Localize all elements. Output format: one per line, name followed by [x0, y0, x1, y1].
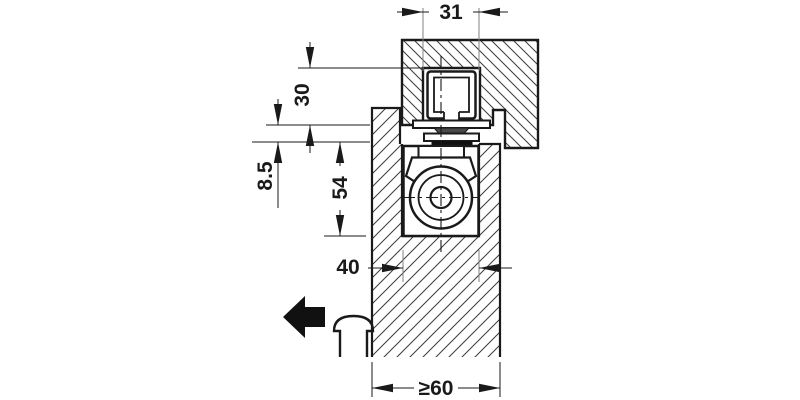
- rail-outer-profile: [426, 70, 477, 120]
- door-hatch-fill: [372, 108, 500, 357]
- dim-min-60-label: ≥60: [419, 377, 454, 400]
- dim-31-extension-lines: [422, 8, 480, 71]
- dim-40: 40: [336, 250, 512, 282]
- slide-rail: [426, 70, 477, 121]
- dim-54: 54: [324, 142, 366, 237]
- dim-8-5-arrows: [273, 104, 283, 163]
- door-handle: [332, 314, 375, 357]
- dim-30-label: 30: [291, 83, 314, 106]
- dim-54-arrows: [335, 142, 345, 236]
- center-lines: [403, 56, 479, 254]
- dim-30-arrows: [305, 47, 315, 146]
- dim-40-label: 40: [336, 256, 359, 279]
- dim-min-60: ≥60: [371, 362, 501, 400]
- dim-8-5: 8.5: [252, 99, 370, 208]
- dim-54-label: 54: [329, 176, 352, 200]
- dim-31-arrows: [402, 7, 500, 17]
- rail-inner-wall: [433, 76, 470, 113]
- rail-flange-plate: [412, 119, 491, 129]
- dim-30-extension-lines: [266, 67, 423, 126]
- dim-30: 30: [266, 42, 423, 153]
- dim-40-extension-lines: [402, 250, 480, 282]
- direction-arrow-icon: [283, 296, 325, 338]
- arm-plate: [423, 132, 480, 142]
- dim-31: 31: [397, 1, 508, 71]
- arm-black-strip: [431, 141, 473, 147]
- dim-8-5-label: 8.5: [254, 161, 277, 191]
- dim-31-label: 31: [439, 1, 463, 24]
- slider-assembly: [412, 119, 491, 147]
- dim-min-60-extension-lines: [371, 362, 501, 397]
